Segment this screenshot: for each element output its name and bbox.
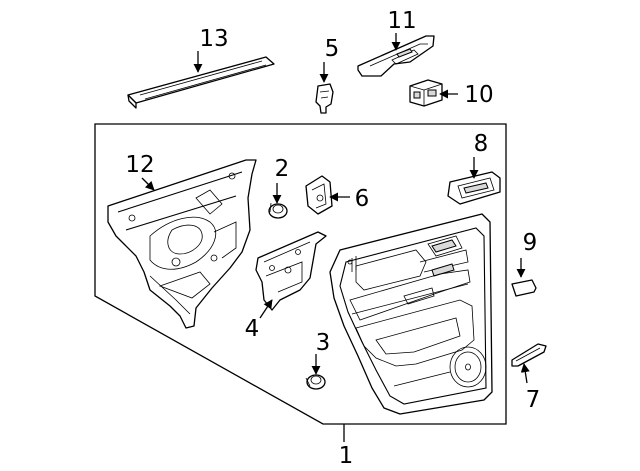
part-10-switch [409,79,443,107]
callout-12: 12 [125,152,154,178]
part-8-handle-bezel [447,171,501,205]
callout-10: 10 [464,82,493,108]
callout-5: 5 [325,36,340,62]
callout-1: 1 [339,443,354,469]
leader-12 [141,177,155,191]
part-1-door-trim-panel [329,213,493,415]
callout-4: 4 [245,316,260,342]
leader-4 [259,299,273,319]
callout-3: 3 [316,330,331,356]
callout-2: 2 [275,156,290,182]
part-7-trim-strip [511,343,547,367]
callout-9: 9 [523,230,538,256]
assembly-frame [94,123,507,425]
part-13-sill-molding [127,56,275,109]
callout-13: 13 [199,26,228,52]
part-12-inner-panel [107,159,257,329]
part-6-bracket [305,175,333,215]
part-4-reinforcement [255,231,327,311]
part-5-clip [315,83,334,114]
part-2-grommet [268,202,288,219]
callout-11: 11 [387,8,416,34]
part-11-switch-bezel [357,35,435,77]
part-3-grommet [305,374,326,390]
part-9-plug [511,279,537,297]
callout-6: 6 [355,186,370,212]
callout-8: 8 [474,131,489,157]
callout-7: 7 [526,387,541,413]
leader-7 [520,363,530,384]
